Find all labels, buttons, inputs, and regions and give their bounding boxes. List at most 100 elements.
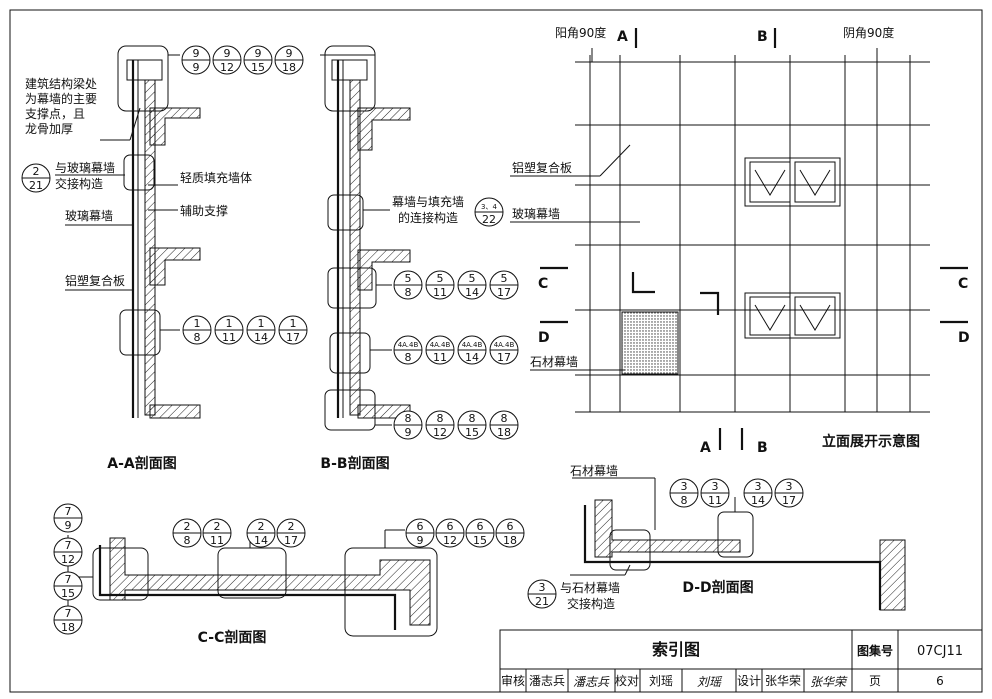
index-page-number: 18: [497, 426, 511, 439]
index-circle-bb-bottom-1: 89: [393, 410, 423, 440]
index-circle-bb-mid-4: 517: [489, 270, 519, 300]
beam-note-2: 为幕墙的主要: [25, 91, 97, 106]
index-page-number: 18: [503, 534, 517, 547]
index-page-number: 14: [465, 286, 479, 299]
index-circle-dd-top-1: 38: [669, 478, 699, 508]
index-circle-aa-top-3: 915: [243, 45, 273, 75]
index-page-number: 8: [681, 494, 688, 507]
stone-panel: [621, 311, 679, 375]
cut-a-bottom: A: [700, 440, 711, 456]
index-detail-number: 4A.4B: [430, 341, 451, 349]
glass-joint-2: 交接构造: [55, 176, 103, 191]
index-detail-number: 7: [65, 607, 72, 620]
index-circle-cc-mid-3: 214: [246, 518, 276, 548]
design-label: 设计: [737, 674, 761, 688]
index-detail-number: 9: [255, 47, 262, 60]
index-detail-number: 5: [501, 272, 508, 285]
index-detail-number: 8: [405, 412, 412, 425]
index-circle-cc-right-2: 612: [435, 518, 465, 548]
index-page-number: 14: [254, 331, 268, 344]
elev-stone-label: 石材幕墙: [530, 355, 578, 369]
page-number: 6: [936, 674, 944, 688]
section-cc: C-C剖面图: [67, 529, 438, 646]
index-circles: 99912915918221181111141173、4225851151451…: [21, 45, 804, 635]
index-page-number: 11: [708, 494, 722, 507]
atlas-label: 图集号: [857, 643, 893, 658]
index-circle-cc-right-1: 69: [405, 518, 435, 548]
check-signature: 刘瑶: [697, 675, 723, 689]
beam-note-4: 龙骨加厚: [25, 122, 73, 136]
check-label: 校对: [615, 673, 639, 688]
index-circle-cc-mid-1: 28: [172, 518, 202, 548]
index-page-number: 21: [29, 179, 43, 192]
index-circle-bb-low-2: 4A.4B 11: [425, 335, 455, 365]
index-page-number: 14: [751, 494, 765, 507]
index-page-number: 12: [61, 553, 75, 566]
index-detail-number: 7: [65, 505, 72, 518]
index-page-number: 18: [61, 621, 75, 634]
cut-a-top: A: [617, 29, 628, 45]
index-circle-bb-bottom-2: 812: [425, 410, 455, 440]
index-detail-number: 3: [786, 480, 793, 493]
index-detail-number: 9: [286, 47, 293, 60]
index-detail-number: 2: [288, 520, 295, 533]
index-detail-number: 1: [258, 317, 265, 330]
sheet-border: [9, 9, 983, 693]
index-page-number: 12: [433, 426, 447, 439]
index-detail-number: 6: [507, 520, 514, 533]
infill-joint-1: 幕墙与填充墙: [392, 194, 464, 209]
aa-title: A-A剖面图: [107, 455, 176, 472]
light-infill-label: 轻质填充墙体: [180, 170, 252, 185]
index-page-number: 12: [220, 61, 234, 74]
index-page-number: 9: [193, 61, 200, 74]
elevation: 阳角90度 阴角90度 A B A B C C D D 铝塑复合板 玻璃幕墙 石…: [510, 25, 970, 456]
atlas-number: 07CJ11: [917, 644, 963, 659]
dd-title: D-D剖面图: [682, 579, 753, 596]
index-page-number: 11: [433, 351, 447, 364]
index-page-number: 9: [65, 519, 72, 532]
section-dd: 石材幕墙 与石材幕墙 交接构造 D-D剖面图: [560, 464, 906, 611]
index-page-number: 17: [497, 351, 511, 364]
index-page-number: 11: [433, 286, 447, 299]
index-circle-cc-left-2: 712: [53, 537, 83, 567]
elevation-title: 立面展开示意图: [822, 433, 920, 450]
index-detail-number: 4A.4B: [494, 341, 515, 349]
index-page-number: 15: [465, 426, 479, 439]
section-aa: A-A剖面图 建筑结构梁处 为幕墙的主要 支撑点，且 龙骨加厚 与玻璃幕墙 交接…: [25, 45, 252, 472]
title-block: 索引图 图集号 07CJ11 审核 潘志兵 潘志兵 校对 刘瑶 刘瑶 设计 张华…: [499, 629, 983, 693]
review-label: 审核: [501, 673, 525, 688]
index-circle-bb-bottom-4: 818: [489, 410, 519, 440]
index-page-number: 17: [497, 286, 511, 299]
index-circle-bb-mid-1: 58: [393, 270, 423, 300]
index-circle-dd-top-2: 311: [700, 478, 730, 508]
yin-corner-label: 阴角90度: [843, 25, 894, 40]
index-detail-number: 1: [290, 317, 297, 330]
index-detail-number: 3、4: [481, 203, 497, 211]
index-detail-number: 3: [712, 480, 719, 493]
index-page-number: 8: [184, 534, 191, 547]
index-circle-dd-top-3: 314: [743, 478, 773, 508]
index-page-number: 22: [482, 213, 496, 226]
index-page-number: 8: [405, 351, 412, 364]
index-detail-number: 7: [65, 573, 72, 586]
infill-joint-2: 的连接构造: [398, 210, 458, 225]
index-circle-bb-low-4: 4A.4B 17: [489, 335, 519, 365]
index-detail-number: 5: [405, 272, 412, 285]
index-detail-number: 2: [258, 520, 265, 533]
index-detail-number: 8: [437, 412, 444, 425]
index-page-number: 12: [443, 534, 457, 547]
design-signature: 张华荣: [810, 675, 848, 689]
index-circle-aa-top-2: 912: [212, 45, 242, 75]
index-circle-aa-mid-3: 114: [246, 315, 276, 345]
index-detail-number: 3: [681, 480, 688, 493]
index-detail-number: 3: [539, 581, 546, 594]
index-detail-number: 9: [193, 47, 200, 60]
index-circle-bb-mid-3: 514: [457, 270, 487, 300]
index-page-number: 8: [405, 286, 412, 299]
review-signature: 潘志兵: [573, 675, 610, 689]
beam-note-1: 建筑结构梁处: [25, 76, 97, 91]
index-detail-number: 8: [469, 412, 476, 425]
index-circle-cc-right-4: 618: [495, 518, 525, 548]
